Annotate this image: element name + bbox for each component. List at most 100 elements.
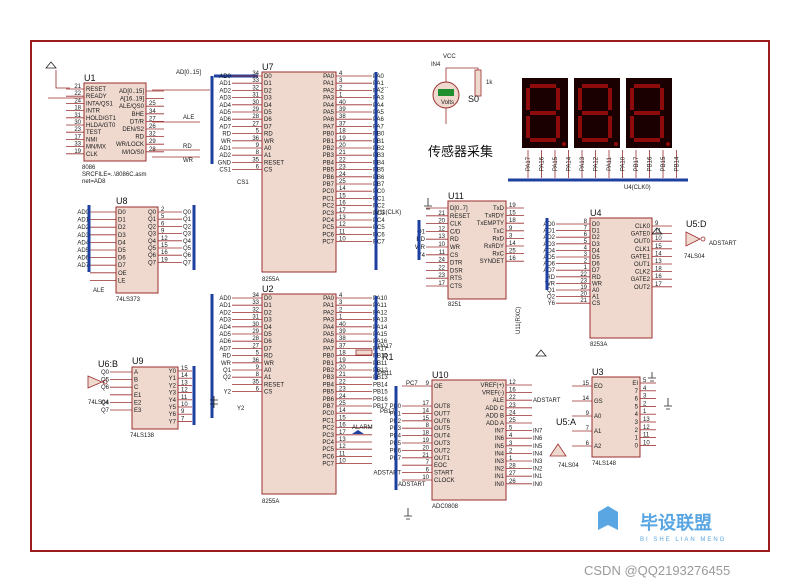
watermark-logo: 毕设联盟 BI SHE LIAN MENG [598, 506, 724, 543]
u2_right-pin-label: PA4 [323, 325, 335, 331]
u3_left-pin-num: 6 [586, 441, 590, 447]
u7_right-pin-label: PA7 [323, 124, 335, 130]
u9_right-pin-num: 12 [181, 388, 188, 394]
u7_right-pin-label: PB6 [323, 175, 335, 181]
u8_left-net-label: AD7 [77, 263, 89, 269]
u9_right-pin-num: 9 [181, 409, 185, 415]
u8_right-net-label: Q5 [183, 246, 192, 252]
u2_right-pin-label: PC2 [322, 426, 334, 432]
inverter-u5a[interactable]: U5:A 74LS04 [549, 417, 579, 469]
u2_left-net-label: WR [221, 361, 232, 367]
u1_right-pin-num: 34 [149, 109, 156, 115]
u6b-ref: U6:B [98, 359, 118, 369]
u10_left-pin-num: 15 [422, 416, 429, 422]
r1-ref: R1 [382, 352, 394, 362]
chip-u8-74ls373[interactable]: U8 74LS373 D0AD0D1AD1D2AD2D3AD3D4AD4D5AD… [77, 196, 191, 303]
chip-u4-8253a[interactable]: U4 8253A D08AD0D17AD1D26AD2D35AD3D44AD4D… [543, 208, 672, 348]
u7_right-pin-label: PC1 [322, 196, 334, 202]
u3_right-pin-num: 4 [643, 386, 647, 392]
u7_right-net-label: PA6 [373, 117, 385, 123]
pb17-label: PB17 [380, 409, 395, 415]
u2_right-pin-label: PA7 [323, 346, 335, 352]
u4_left-pin-num: 7 [584, 226, 588, 232]
u7_right-pin-label: PC0 [322, 189, 334, 195]
u10_right-net-label: ADSTART [533, 398, 561, 404]
u1_left-pin-label: HOLD/GT1 [86, 116, 117, 122]
u10_right-pin-num: 23 [509, 403, 516, 409]
u2_right-pin-label: PB7 [323, 404, 335, 410]
u2_left-pin-label: RESET [264, 382, 284, 388]
u7_left-net-label: AD1 [219, 81, 231, 87]
u11_left-pin-label: CTS [450, 284, 462, 290]
resistor-r1[interactable]: R1 PA17 PB11 [355, 344, 394, 377]
u11_left-pin-label: RESET [450, 214, 470, 220]
csdn-credit: CSDN @QQ2193276455 [584, 563, 730, 578]
u10_right-pin-num: 24 [509, 410, 516, 416]
u10_right-net-label: IN4 [533, 451, 543, 457]
u7_right-pin-label: PC4 [322, 218, 334, 224]
u4_right-pin-num: 15 [655, 244, 662, 250]
u2_right-net-label: PB16 [373, 397, 388, 403]
inverter-u5d[interactable]: U5:D 74LS04 ADSTART [684, 219, 737, 260]
u10_right-pin-label: IN7 [495, 429, 505, 435]
pot-value: 1k [486, 80, 493, 86]
u9_left-net-label: Q0 [101, 370, 110, 376]
u3_right-pin-num: 12 [643, 425, 650, 431]
u11_left-pin-label: DTR [450, 261, 463, 267]
u7_right-pin-label: PA5 [323, 110, 335, 116]
u7_right-net-label: PA7 [373, 124, 385, 130]
u1_right-pin-num: 32 [149, 132, 156, 138]
u2_left-pin-num: 32 [252, 307, 259, 313]
u4_right-pin-num: 13 [655, 259, 662, 265]
u2_right-pin-num: 12 [339, 444, 346, 450]
u10_right-pin-label: VREF(+) [480, 383, 504, 389]
chip-ref: U9 [132, 356, 144, 366]
u7_right-pin-label: PB0 [323, 132, 335, 138]
sensor-section[interactable]: VCC IN4 Volts 1k S0 传感器采集 [428, 54, 493, 160]
u2_left-pin-label: D4 [264, 325, 272, 331]
cs1-label: CS1 [237, 180, 249, 186]
inverter-icon [549, 443, 567, 457]
u10_left-pin-label: OUT8 [434, 404, 451, 410]
chip-part: ADC0808 [432, 504, 459, 510]
u10_left-pin-num: 17 [422, 401, 429, 407]
inverter-u6b[interactable]: U6:B 74LS04 [87, 359, 118, 406]
u2_right-pin-num: 19 [339, 358, 346, 364]
u2_right-pin-num: 15 [339, 415, 346, 421]
u10_right-pin-label: IN3 [495, 459, 505, 465]
chip-u11-8251[interactable]: U11 8251 D[0..7]RESET21CLK20C/D12Q1RD13R… [415, 191, 524, 308]
u9_right-pin-label: Y6 [169, 412, 177, 418]
u10_left-pin-num: 7 [426, 460, 430, 466]
chip-ref: U3 [592, 367, 604, 377]
chip-u10-adc0808[interactable]: U10 ADC0808 OUT817PB0OUT714PB1OUT615PB2O… [374, 370, 561, 510]
u4_left-pin-label: D1 [592, 229, 600, 235]
u9_right-pin-label: Y5 [169, 405, 177, 411]
u7_left-net-label: AD0 [219, 74, 231, 80]
u7_right-net-label: PA0 [373, 74, 385, 80]
chip-part: 8253A [590, 342, 607, 348]
u4_left-pin-num: 2 [584, 259, 588, 265]
u2_left-pin-num: 29 [252, 329, 259, 335]
u9_left-pin-label: B [134, 378, 138, 384]
u8_left-pin-label: D4 [118, 240, 126, 246]
volts-label: Volts [441, 100, 454, 106]
pc7-label: PC7 [406, 381, 418, 387]
u3_left-pin-num: 15 [582, 381, 589, 387]
chip-part: 8251 [448, 302, 462, 308]
u1_right-pin-num: 25 [149, 101, 156, 107]
u2_right-net-label: PA16 [373, 339, 388, 345]
chip-u7-8255a[interactable]: U7 8255A D034AD0D133AD1D232AD2D331AD3D43… [218, 62, 386, 283]
u7_right-net-label: PB4 [373, 160, 385, 166]
u7_right-pin-num: 37 [339, 121, 346, 127]
u2_right-pin-label: PA0 [323, 296, 335, 302]
u10_right-pin-label: IN2 [495, 467, 505, 473]
display-pin-label: PA12 [594, 156, 600, 171]
u10_left-pin-label: OUT1 [434, 456, 451, 462]
display-pin-label: PA13 [580, 156, 586, 171]
chip-u2-8255a[interactable]: U2 8255A D034AD0D133AD1D232AD2D331AD3D43… [219, 284, 388, 505]
chip-u1-8086[interactable]: U1 8086 SRCFILE=..\8086C.asm net=AD8 RES… [66, 73, 164, 185]
display-pin-label: PA11 [607, 156, 613, 170]
u4_left-pin-num: 22 [580, 272, 587, 278]
